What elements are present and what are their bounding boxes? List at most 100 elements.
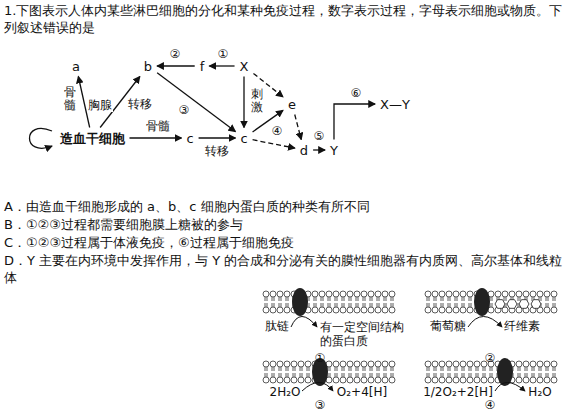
drawing-part [386,297,387,301]
drawing-part [349,373,350,377]
drawing-part [309,367,310,371]
edge-label: 骨髓 [63,86,77,112]
cell-letter: b [141,58,155,75]
drawing-part [464,303,465,307]
option-text: C．①②③过程属于体液免疫，⑥过程属于细胞免疫 [4,234,564,251]
drawing-part [492,297,493,301]
drawing-part [368,291,374,297]
drawing-part [460,291,466,297]
drawing-part [351,303,352,307]
edge-label: ③ [178,104,191,117]
drawing-part [432,307,438,313]
node-text: c [186,131,193,146]
drawing-part [267,297,268,301]
drawing-part [469,297,470,301]
drawing-part [307,367,308,371]
drawing-part [312,291,318,297]
drawing-part [443,373,444,377]
process-arrow [334,104,375,140]
drawing-part [455,303,456,307]
drawing-part [448,373,449,377]
drawing-part [439,307,445,313]
drawing-part [520,297,521,301]
edge-label: ① [217,48,230,61]
drawing-part [284,291,290,297]
drawing-part [291,361,297,367]
drawing-part [389,361,395,367]
drawing-part [518,303,519,307]
drawing-part [391,297,392,301]
drawing-part [492,373,493,377]
drawing-part [326,291,332,297]
drawing-part [321,303,322,307]
edge-label: 胸腺 [87,99,113,112]
membrane-protein [474,288,490,316]
process-arrow [199,137,236,138]
drawing-part [443,297,444,301]
process-arrow [130,137,182,138]
drawing-part [344,367,345,371]
drawing-part [548,367,549,371]
drawing-part [537,291,543,297]
drawing-part [277,307,283,313]
drawing-part [453,377,459,383]
drawing-part [523,377,529,383]
drawing-part [555,373,556,377]
drawing-part [443,367,444,371]
option-text: B．①②③过程都需要细胞膜上糖被的参与 [4,216,564,233]
drawing-part [389,291,395,297]
drawing-part [337,303,338,307]
drawing-part [365,373,366,377]
drawing-part [393,367,394,371]
drawing-part [443,303,444,307]
drawing-part [504,297,505,301]
drawing-part [548,373,549,377]
drawing-part [389,377,395,383]
drawing-part [518,367,519,371]
drawing-part [379,297,380,301]
drawing-part [530,377,536,383]
substance-label: H₂O [528,385,551,399]
drawing-part [429,303,430,307]
drawing-part [298,361,304,367]
reaction-arrow [302,383,333,392]
drawing-part [441,373,442,377]
drawing-part [389,307,395,313]
drawing-part [553,297,554,301]
drawing-part [316,303,317,307]
drawing-part [476,367,477,371]
drawing-part [375,361,381,367]
process-arrow [157,65,195,66]
edge-label: ② [169,48,182,61]
drawing-part [460,307,466,313]
drawing-part [534,373,535,377]
drawing-part [467,361,473,367]
drawing-part [370,303,371,307]
drawing-part [274,303,275,307]
drawing-part [286,367,287,371]
drawing-part [432,291,438,297]
process-arrow [243,77,244,128]
drawing-part [429,297,430,301]
drawing-part [541,367,542,371]
drawing-part [354,307,360,313]
drawing-part [555,297,556,301]
drawing-part [356,303,357,307]
edge-label: ⑤ [313,130,326,143]
drawing-part [286,303,287,307]
drawing-part [314,297,315,301]
drawing-part [365,297,366,301]
drawing-part [469,373,470,377]
drawing-part [333,307,339,313]
drawing-part [441,367,442,371]
drawing-part [546,367,547,371]
membrane-protein [292,288,308,316]
drawing-part [509,291,515,297]
drawing-part [370,297,371,301]
drawing-part [450,373,451,377]
drawing-part [427,373,428,377]
drawing-part [347,361,353,367]
drawing-part [537,377,543,383]
drawing-part [506,303,507,307]
drawing-part [434,367,435,371]
